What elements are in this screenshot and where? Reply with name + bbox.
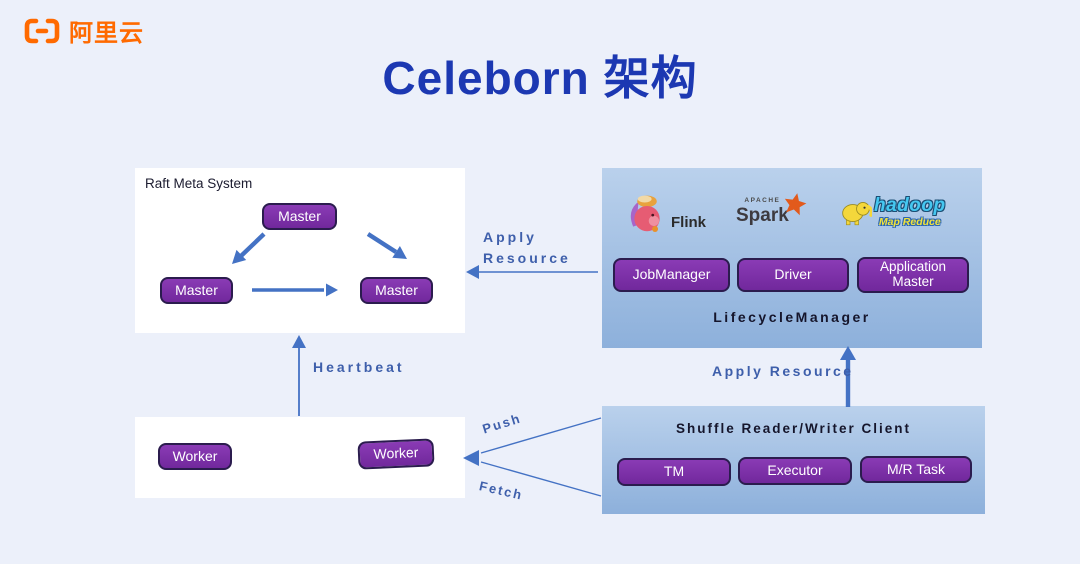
lifecycle-manager-label: LifecycleManager — [713, 309, 871, 325]
mapreduce-logo-label: Map Reduce — [878, 216, 941, 228]
spark-logo-label: Spark — [736, 204, 789, 226]
push-label: Push — [480, 410, 524, 437]
application-master-node: Application Master — [857, 257, 969, 293]
fetch-label: Fetch — [477, 478, 525, 503]
arrow-heartbeat — [292, 335, 306, 416]
executor-node: Executor — [738, 457, 852, 485]
alibaba-cloud-logo: 阿里云 — [22, 13, 144, 48]
hadoop-elephant-icon — [842, 201, 872, 225]
apply-resource-right-label: Apply Resource — [712, 363, 854, 379]
workers-box: Worker Worker — [135, 417, 465, 498]
flink-logo: Flink — [624, 192, 706, 236]
flink-logo-label: Flink — [671, 213, 707, 231]
hadoop-mapreduce-logo: hadoop Map Reduce — [840, 196, 946, 228]
master-node-left: Master — [160, 277, 233, 304]
alibaba-cloud-brackets-icon — [24, 18, 60, 43]
lifecycle-manager-box: Flink APACHE Spark hadoop Map Redu — [602, 168, 982, 348]
shuffle-client-label: Shuffle Reader/Writer Client — [675, 421, 912, 436]
spark-apache-label: APACHE — [744, 197, 781, 204]
master-node-top: Master — [262, 203, 337, 230]
flink-squirrel-icon — [630, 195, 660, 232]
spark-star-icon — [784, 193, 807, 216]
jobmanager-node: JobManager — [613, 258, 730, 292]
worker-node-left: Worker — [158, 443, 232, 470]
shuffle-client-box: Shuffle Reader/Writer Client TM Executor… — [602, 406, 985, 514]
tm-node: TM — [617, 458, 731, 486]
brand-name: 阿里云 — [69, 20, 144, 47]
mr-task-node: M/R Task — [860, 456, 972, 483]
master-node-right: Master — [360, 277, 433, 304]
spark-logo: APACHE Spark — [736, 193, 807, 226]
raft-meta-system-label: Raft Meta System — [145, 176, 253, 191]
page-title: Celeborn 架构 — [382, 52, 698, 104]
hadoop-logo-label: hadoop — [874, 195, 946, 216]
apply-resource-left-label: Apply Resource — [483, 229, 571, 266]
driver-node: Driver — [737, 258, 849, 292]
heartbeat-label: Heartbeat — [313, 359, 405, 375]
raft-meta-system-box: Raft Meta System Master Master Master — [135, 168, 465, 333]
worker-node-right: Worker — [357, 438, 435, 470]
